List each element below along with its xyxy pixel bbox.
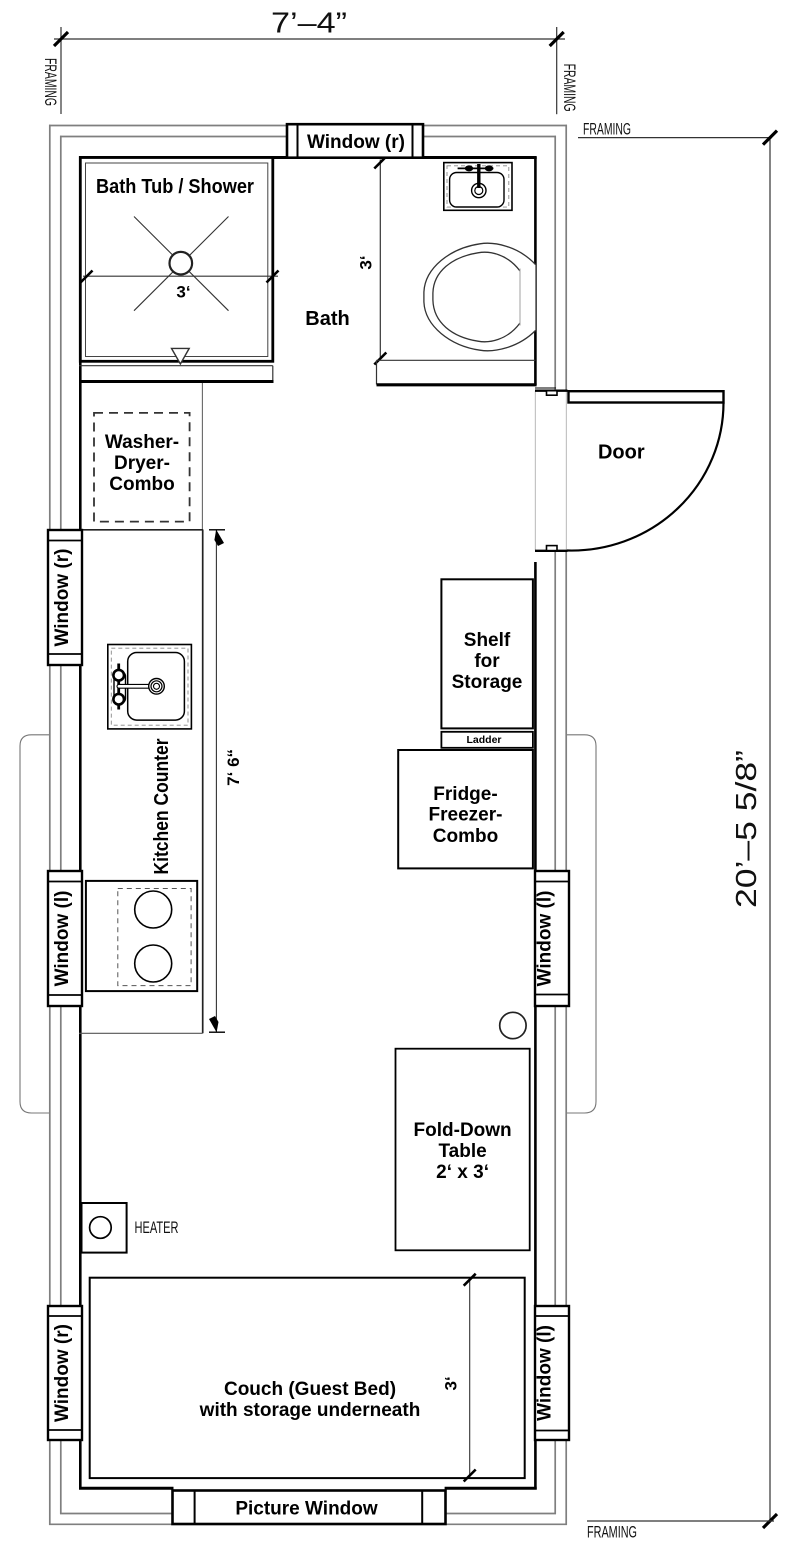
svg-text:Kitchen Counter: Kitchen Counter [151,738,173,874]
svg-text:FRAMING: FRAMING [583,120,631,139]
svg-text:Storage: Storage [452,672,523,693]
svg-text:with storage underneath: with storage underneath [199,1400,421,1421]
svg-text:Couch (Guest Bed): Couch (Guest Bed) [224,1379,396,1400]
svg-text:Combo: Combo [109,474,174,495]
svg-text:Washer-: Washer- [105,432,179,453]
svg-text:Window (r): Window (r) [307,132,405,153]
svg-text:Ladder: Ladder [466,734,501,746]
svg-text:Window (l): Window (l) [534,1325,555,1421]
svg-text:Dryer-: Dryer- [114,453,170,474]
svg-text:20’–5 5/8”: 20’–5 5/8” [731,750,763,908]
svg-text:Picture Window: Picture Window [235,1499,378,1520]
svg-text:FRAMING: FRAMING [41,58,60,106]
svg-text:7’–4”: 7’–4” [271,8,347,40]
svg-text:2‘ x 3‘: 2‘ x 3‘ [436,1162,489,1183]
svg-text:3‘: 3‘ [176,283,190,302]
svg-text:Shelf: Shelf [464,630,511,651]
svg-text:7‘ 6“: 7‘ 6“ [224,749,243,786]
svg-text:Bath: Bath [305,308,349,330]
svg-text:Door: Door [598,442,645,464]
svg-text:Window (l): Window (l) [534,891,555,987]
svg-text:Window (r): Window (r) [52,1324,73,1422]
svg-text:3‘: 3‘ [442,1376,461,1390]
svg-text:FRAMING: FRAMING [587,1523,637,1542]
svg-text:Window (l): Window (l) [52,891,73,987]
svg-text:Fridge-: Fridge- [433,784,497,805]
svg-text:Table: Table [438,1141,486,1162]
svg-text:3‘: 3‘ [357,255,376,269]
svg-text:HEATER: HEATER [135,1218,179,1237]
svg-text:Bath Tub / Shower: Bath Tub / Shower [96,176,254,198]
svg-text:Combo: Combo [433,826,498,847]
svg-text:for: for [474,651,500,672]
svg-text:Fold-Down: Fold-Down [414,1120,512,1141]
svg-text:Freezer-: Freezer- [429,805,503,826]
svg-text:Window (r): Window (r) [52,549,73,647]
svg-text:FRAMING: FRAMING [560,64,579,112]
